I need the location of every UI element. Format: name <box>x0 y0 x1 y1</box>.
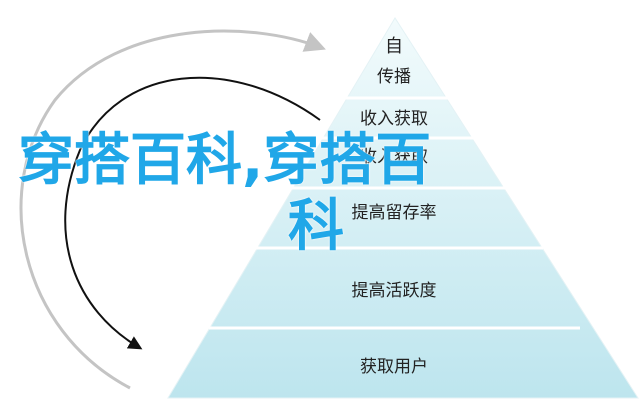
layer-label-self: 自 <box>385 36 403 57</box>
layer-label-revenue-duplicate: 收入获取 <box>360 147 428 167</box>
layer-label-revenue: 收入获取 <box>360 109 428 129</box>
layer-label-retention: 提高留存率 <box>352 203 437 223</box>
layer-label-referral: 传播 <box>377 67 411 87</box>
inner-cycle-arrow <box>64 76 321 350</box>
layer-label-activation: 提高活跃度 <box>352 281 437 301</box>
watermark-title: 穿搭百科,穿搭百 科 <box>18 128 618 260</box>
watermark-title-line2: 科 <box>288 194 344 259</box>
outer-cycle-arrow <box>19 29 326 390</box>
layer-label-acquisition: 获取用户 <box>360 357 428 377</box>
pyramid-separators <box>209 96 580 330</box>
pyramid-body <box>167 17 639 399</box>
watermark-title-line1: 穿搭百科,穿搭百 <box>18 128 432 193</box>
